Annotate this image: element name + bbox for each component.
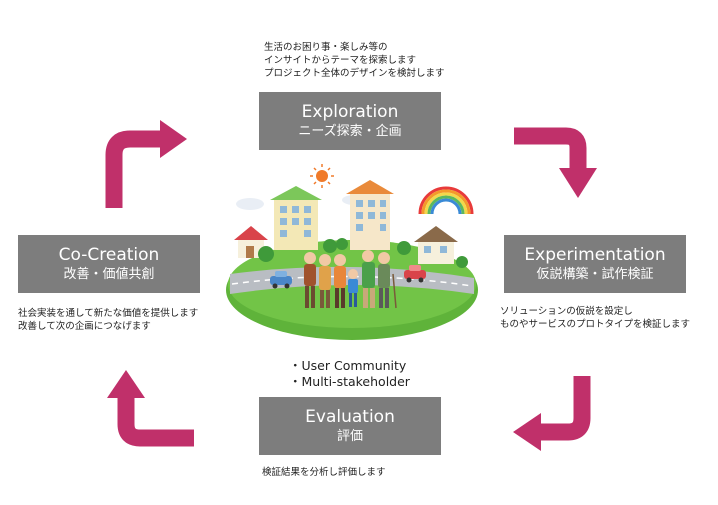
curved-arrow-icon bbox=[513, 376, 591, 451]
center-bullets: ・User Community ・Multi-stakeholder bbox=[289, 358, 410, 390]
exploration-title-en: Exploration bbox=[301, 101, 399, 122]
evaluation-desc-line-1: 検証結果を分析し評価します bbox=[262, 467, 386, 478]
people-icon bbox=[304, 250, 397, 309]
exploration-description: 生活のお困り事・楽しみ等の インサイトからテーマを探索します プロジェクト全体の… bbox=[264, 41, 445, 80]
evaluation-box: Evaluation 評価 bbox=[259, 397, 441, 455]
house-icon bbox=[234, 226, 268, 258]
cocreation-desc-line-1: 社会実装を通して新たな価値を提供します bbox=[18, 308, 199, 319]
exploration-desc-line-2: インサイトからテーマを探索します bbox=[264, 55, 417, 66]
cocreation-box: Co-Creation 改善・価値共創 bbox=[18, 235, 200, 293]
cocreation-desc-line-2: 改善して次の企画につなげます bbox=[18, 321, 151, 332]
experimentation-description: ソリューションの仮説を設定し ものやサービスのプロトタイプを検証します bbox=[500, 305, 690, 331]
experimentation-box: Experimentation 仮説構築・試作検証 bbox=[504, 235, 686, 293]
exploration-desc-line-1: 生活のお困り事・楽しみ等の bbox=[264, 42, 388, 53]
evaluation-title-jp: 評価 bbox=[336, 428, 363, 444]
community-town-illustration bbox=[226, 164, 478, 340]
experimentation-title-en: Experimentation bbox=[524, 244, 666, 265]
car-icon bbox=[270, 271, 292, 289]
house-icon bbox=[414, 226, 458, 264]
exploration-box: Exploration ニーズ探索・企画 bbox=[259, 92, 441, 150]
cocreation-title-en: Co-Creation bbox=[58, 244, 160, 265]
bullet-user-community: ・User Community bbox=[289, 358, 407, 373]
building-icon bbox=[270, 186, 322, 250]
experimentation-desc-line-2: ものやサービスのプロトタイプを検証します bbox=[500, 319, 691, 330]
evaluation-title-en: Evaluation bbox=[305, 406, 395, 427]
sun-icon bbox=[310, 164, 334, 188]
cocreation-description: 社会実装を通して新たな価値を提供します 改善して次の企画につなげます bbox=[18, 307, 198, 333]
tree-icon bbox=[258, 238, 468, 268]
rainbow-icon bbox=[418, 186, 474, 215]
building-icon bbox=[346, 180, 394, 250]
experimentation-desc-line-1: ソリューションの仮説を設定し bbox=[500, 306, 633, 317]
exploration-desc-line-3: プロジェクト全体のデザインを検討します bbox=[264, 68, 445, 79]
curved-arrow-icon bbox=[514, 127, 597, 198]
car-icon bbox=[404, 265, 426, 283]
curved-arrow-icon bbox=[105, 120, 187, 208]
curved-arrow-icon bbox=[107, 370, 194, 447]
experimentation-title-jp: 仮説構築・試作検証 bbox=[536, 266, 654, 282]
evaluation-description: 検証結果を分析し評価します bbox=[262, 466, 386, 479]
cocreation-title-jp: 改善・価値共創 bbox=[63, 266, 155, 282]
exploration-title-jp: ニーズ探索・企画 bbox=[298, 123, 402, 139]
bullet-multi-stakeholder: ・Multi-stakeholder bbox=[289, 374, 410, 389]
